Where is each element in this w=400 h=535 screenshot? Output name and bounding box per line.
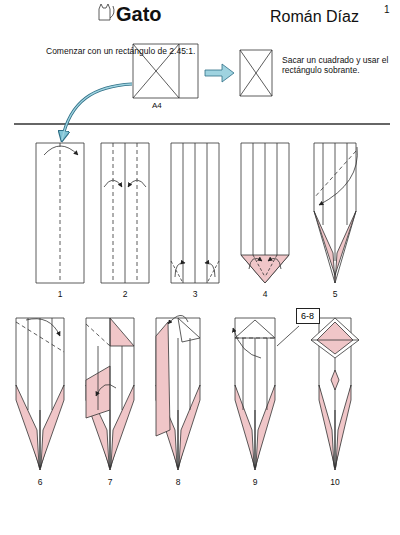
paper-flap (235, 320, 275, 338)
fold-line (183, 143, 184, 283)
fold-line (110, 318, 111, 410)
fold-line (207, 143, 208, 283)
fold-arrow (175, 263, 185, 277)
fold-line (277, 143, 278, 255)
fold-line (86, 324, 110, 346)
callout-text: 6-8 (301, 311, 315, 321)
step-number: 9 (243, 478, 267, 488)
fold-line (39, 410, 40, 468)
colored-side (110, 318, 134, 346)
fold-arrow (249, 258, 262, 269)
paper-shape (86, 318, 134, 470)
author: Román Díaz (270, 8, 359, 26)
fold-line (125, 143, 126, 283)
curved-arrow (62, 84, 132, 140)
fold-line (235, 338, 275, 339)
fold-arrow (96, 384, 116, 396)
paper-flap (311, 318, 359, 358)
step-number: 8 (166, 478, 190, 488)
fold-line (28, 318, 29, 410)
fold-line (190, 338, 191, 410)
paper-flap (178, 318, 200, 342)
title: Gato (116, 3, 162, 26)
note: Comenzar con un rectángulo de 2.45:1. (46, 47, 195, 57)
paper-shape (314, 143, 356, 283)
fold-line (16, 322, 64, 352)
fold-line (267, 338, 268, 410)
fold-line (40, 318, 41, 410)
fold-arrow (205, 263, 215, 277)
fold-line (195, 143, 196, 283)
step-number: 1 (48, 290, 72, 300)
fold-arrow (233, 328, 261, 358)
fold-line (253, 143, 254, 255)
cat-icon (110, 6, 114, 18)
step-number: 10 (323, 478, 347, 488)
header-rule (14, 123, 390, 125)
step-number: 3 (183, 290, 207, 300)
note: A4 (152, 101, 162, 110)
paper-rect (101, 143, 149, 283)
callout-box: 6-8 (296, 308, 320, 324)
paper-shape (156, 318, 200, 470)
fold-line (178, 338, 179, 410)
fold-line (137, 143, 138, 283)
step-number: 5 (323, 290, 347, 300)
fold-line (52, 318, 53, 410)
colored-side (317, 322, 353, 354)
colored-side (331, 370, 339, 390)
fold-line (323, 143, 324, 225)
step-number: 7 (98, 478, 122, 488)
fold-line (171, 261, 183, 283)
fold-arrow (319, 147, 357, 205)
fold-line (265, 143, 266, 255)
paper-rect (171, 143, 219, 283)
fold-arrow (128, 180, 146, 187)
fold-arrow (26, 319, 60, 336)
leader-line (277, 326, 299, 346)
fold-line (207, 261, 219, 283)
paper-rect (36, 143, 84, 283)
page-number: 1 (384, 4, 390, 16)
paper-shape (235, 318, 275, 470)
fold-line (334, 410, 335, 468)
fold-line (113, 143, 114, 283)
colored-side (241, 255, 289, 283)
curved-arrow (62, 84, 132, 140)
fold-arrow (268, 258, 281, 269)
fold-line (254, 410, 255, 468)
fold-line (243, 338, 244, 410)
colored-side (156, 322, 170, 436)
note: Sacar un cuadrado y usar el rectángulo s… (282, 56, 397, 76)
fold-line (109, 410, 110, 468)
step-number: 6 (28, 478, 52, 488)
fold-arrow (168, 315, 188, 324)
block-arrow (205, 64, 234, 82)
cat-icon (99, 4, 110, 20)
paper-square (240, 50, 272, 96)
step-number: 4 (253, 290, 277, 300)
fold-line (335, 143, 336, 261)
paper-shape (241, 143, 289, 283)
fold-line (177, 410, 178, 468)
fold-line (311, 340, 359, 341)
fold-line (255, 338, 256, 410)
fold-line (98, 346, 99, 410)
fold-line (314, 151, 356, 198)
fold-arrow (44, 146, 78, 155)
paper-square (240, 50, 272, 96)
fold-line (60, 143, 61, 283)
paper-shape (16, 318, 64, 470)
step-number: 2 (113, 290, 137, 300)
fold-arrow (104, 180, 122, 187)
fold-line (122, 346, 123, 410)
